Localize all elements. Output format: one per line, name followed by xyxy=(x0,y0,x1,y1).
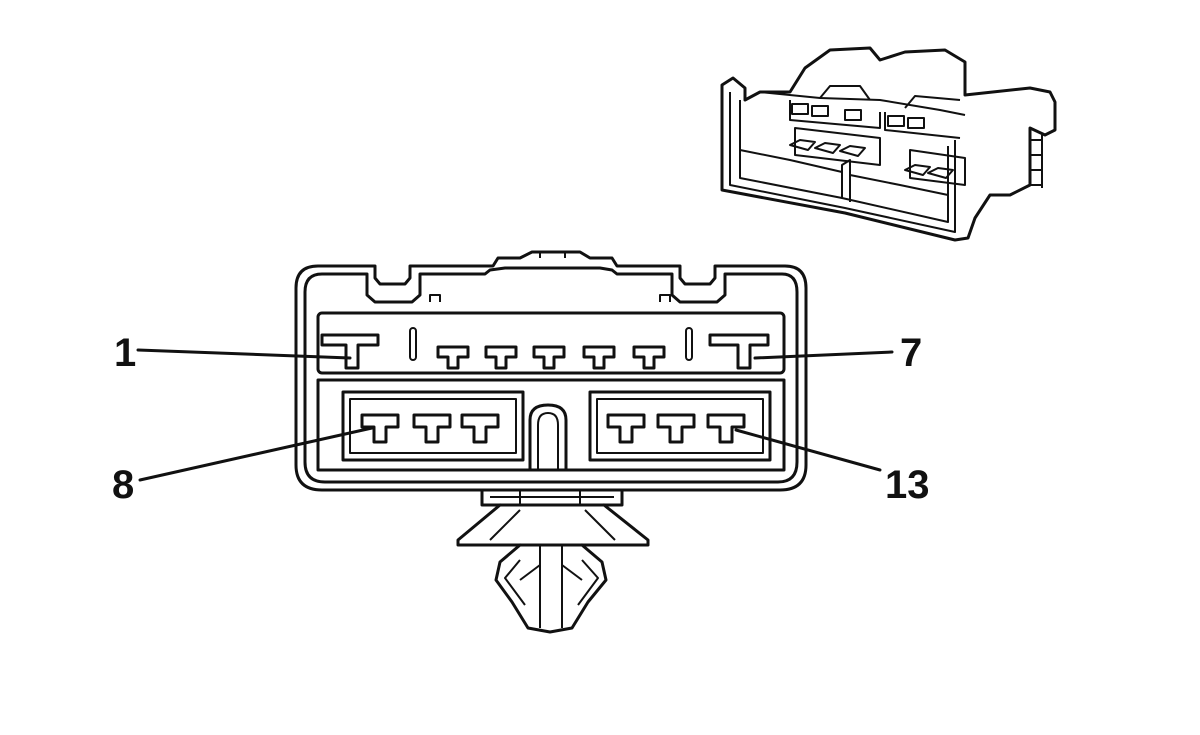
leader-line-pin7 xyxy=(753,350,894,360)
pin-label-7: 7 xyxy=(900,331,922,375)
pin-label-13: 13 xyxy=(885,463,930,507)
pin-label-1: 1 xyxy=(114,331,136,375)
leader-lines xyxy=(136,348,894,482)
pin-label-8: 8 xyxy=(112,463,134,507)
lower-right-terminals xyxy=(606,413,746,444)
top-row-terminals xyxy=(436,345,666,370)
connector-isometric-view xyxy=(720,46,1057,242)
leader-line-pin1 xyxy=(136,348,352,360)
connector-front-view xyxy=(294,250,808,634)
lower-left-terminals xyxy=(360,413,500,444)
leader-line-pin13 xyxy=(734,428,882,472)
leader-line-pin8 xyxy=(138,426,374,482)
